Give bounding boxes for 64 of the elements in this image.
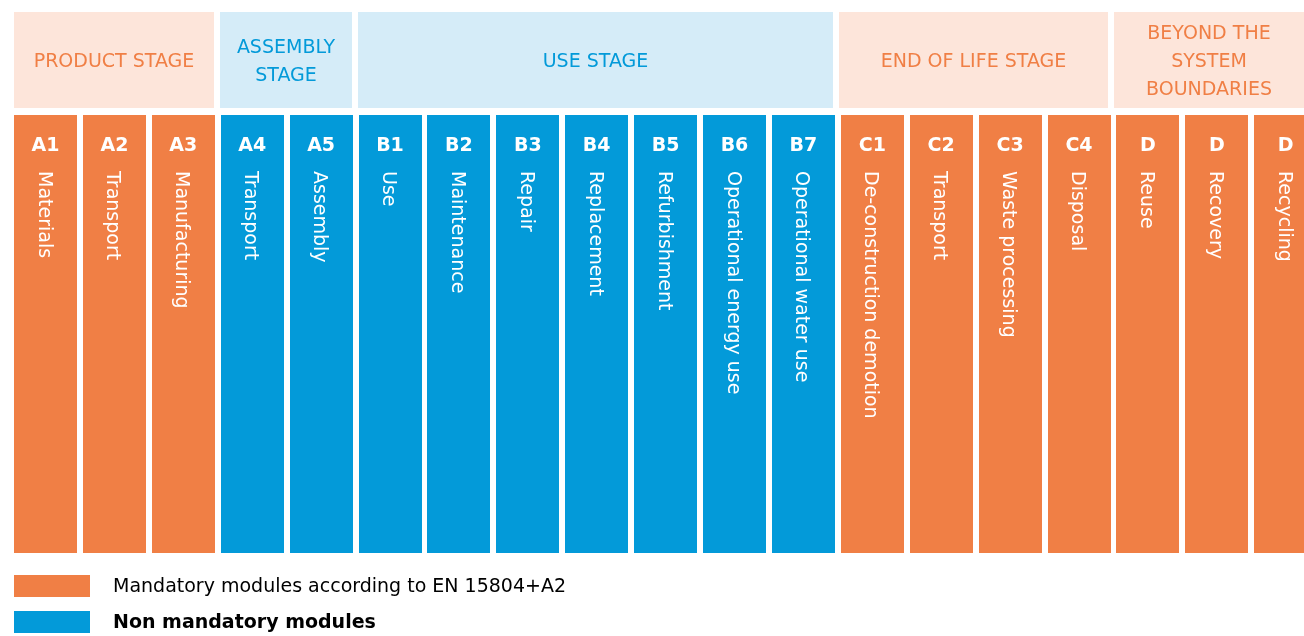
module-name: Reuse <box>1136 171 1159 229</box>
module-name: Assembly <box>310 171 333 263</box>
module-column <box>151 115 215 553</box>
module-code: B1 <box>375 133 405 155</box>
module-column <box>771 115 835 553</box>
stage-header: PRODUCT STAGE <box>14 12 214 108</box>
module-code: B2 <box>444 133 474 155</box>
module-name: Materials <box>34 171 57 259</box>
module-column <box>496 115 560 553</box>
module-code: C4 <box>1064 133 1094 155</box>
module-code: B5 <box>650 133 681 155</box>
module-column <box>14 115 77 553</box>
module-code: C3 <box>995 133 1025 155</box>
module-name: Repair <box>516 171 539 232</box>
module-column <box>289 115 353 553</box>
module-name: Disposal <box>1068 171 1090 252</box>
module-column <box>909 115 973 553</box>
module-column <box>1254 115 1304 553</box>
module-column <box>634 115 698 553</box>
module-code: A1 <box>30 133 61 155</box>
module-code: D <box>1276 133 1295 155</box>
module-column <box>1047 115 1111 553</box>
module-column <box>82 115 146 553</box>
module-name: Operational water use <box>792 171 815 383</box>
module-column <box>565 115 629 553</box>
module-name: Waste processing <box>999 171 1022 338</box>
module-name: Operational energy use <box>723 171 746 395</box>
module-name: Manufacturing <box>172 171 195 309</box>
module-column <box>220 115 284 553</box>
module-column <box>1116 115 1180 553</box>
module-name: Transport <box>930 171 953 261</box>
module-column <box>1185 115 1249 553</box>
module-column <box>358 115 422 553</box>
stage-header: BEYOND THE SYSTEM BOUNDARIES <box>1114 12 1304 108</box>
module-code: A2 <box>99 133 130 155</box>
stage-header: END OF LIFE STAGE <box>839 12 1108 108</box>
module-column <box>840 115 904 553</box>
module-name: Refurbishment <box>654 171 677 311</box>
module-name: Maintenance <box>447 171 470 294</box>
module-code: B7 <box>788 133 819 155</box>
module-code: A3 <box>168 133 199 155</box>
module-code: A5 <box>306 133 337 155</box>
legend-label: Mandatory modules according to EN 15804+A2 <box>113 574 567 596</box>
module-column <box>978 115 1042 553</box>
stage-header: ASSEMBLY STAGE <box>220 12 352 108</box>
module-name: Transport <box>103 171 126 261</box>
module-name: De-construction demotion <box>861 171 884 419</box>
module-name: Recycling <box>1274 171 1297 262</box>
module-column <box>427 115 491 553</box>
module-code: C1 <box>857 133 887 155</box>
module-code: D <box>1207 133 1226 155</box>
module-code: D <box>1139 133 1157 155</box>
module-name: Recovery <box>1205 171 1228 260</box>
module-name: Transport <box>241 171 264 261</box>
module-code: B4 <box>581 133 612 155</box>
legend-label: Non mandatory modules <box>113 610 376 632</box>
module-code: B6 <box>719 133 750 155</box>
stage-header: USE STAGE <box>358 12 833 108</box>
module-name: Replacement <box>585 171 608 296</box>
module-code: B3 <box>512 133 543 155</box>
module-name: Use <box>379 171 401 207</box>
module-code: C2 <box>926 133 956 155</box>
module-code: A4 <box>237 133 268 155</box>
module-column <box>703 115 766 553</box>
